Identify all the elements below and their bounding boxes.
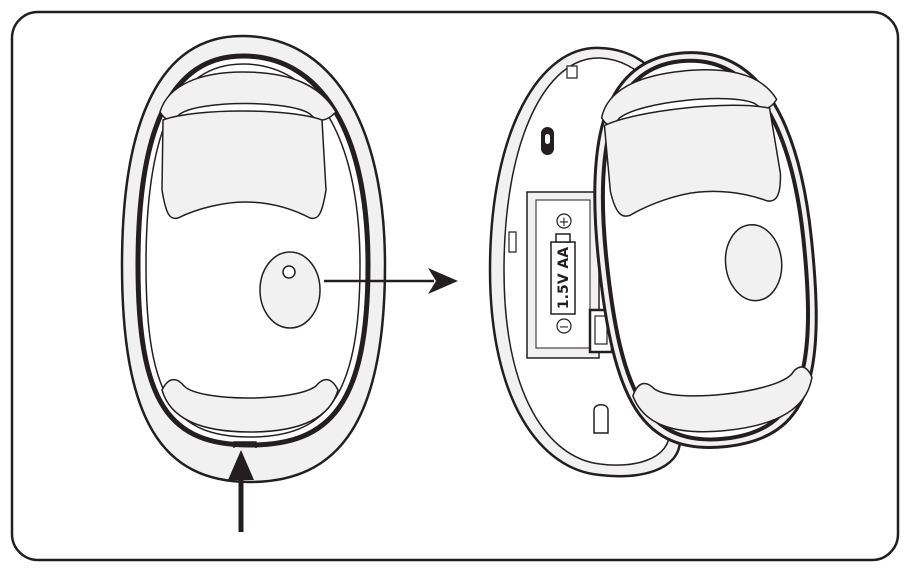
battery-cover-inner-line [145, 63, 361, 438]
arrow-right-to-open-view [324, 268, 458, 294]
mouse-open-view: 1.5V AA + − [488, 46, 818, 478]
cover-sensor-recess [603, 104, 782, 217]
cover-bottom-skate-pad [632, 366, 813, 433]
plus-symbol: + [559, 215, 570, 230]
minus-symbol: − [559, 320, 570, 335]
battery-positive-nub [555, 233, 571, 243]
top-slot [566, 65, 578, 79]
top-skate-pad [159, 71, 337, 121]
sensor-recess [161, 110, 327, 220]
opened-battery-cover [593, 51, 818, 449]
battery-label: 1.5V AA [556, 247, 572, 309]
cover-button-recess [724, 224, 783, 302]
cover-notch [233, 441, 257, 448]
cover-release-button [259, 251, 321, 329]
sensor-hole [282, 265, 296, 279]
mouse-bottom-view [120, 34, 387, 484]
bottom-skate-pad [161, 378, 339, 433]
side-slot [508, 231, 517, 253]
battery-body [550, 241, 576, 315]
negative-terminal-icon [556, 318, 572, 334]
arrow-up-to-notch [228, 450, 254, 532]
positive-terminal-icon [556, 213, 572, 229]
bottom-hook [593, 404, 609, 434]
power-switch-knob [545, 134, 550, 144]
